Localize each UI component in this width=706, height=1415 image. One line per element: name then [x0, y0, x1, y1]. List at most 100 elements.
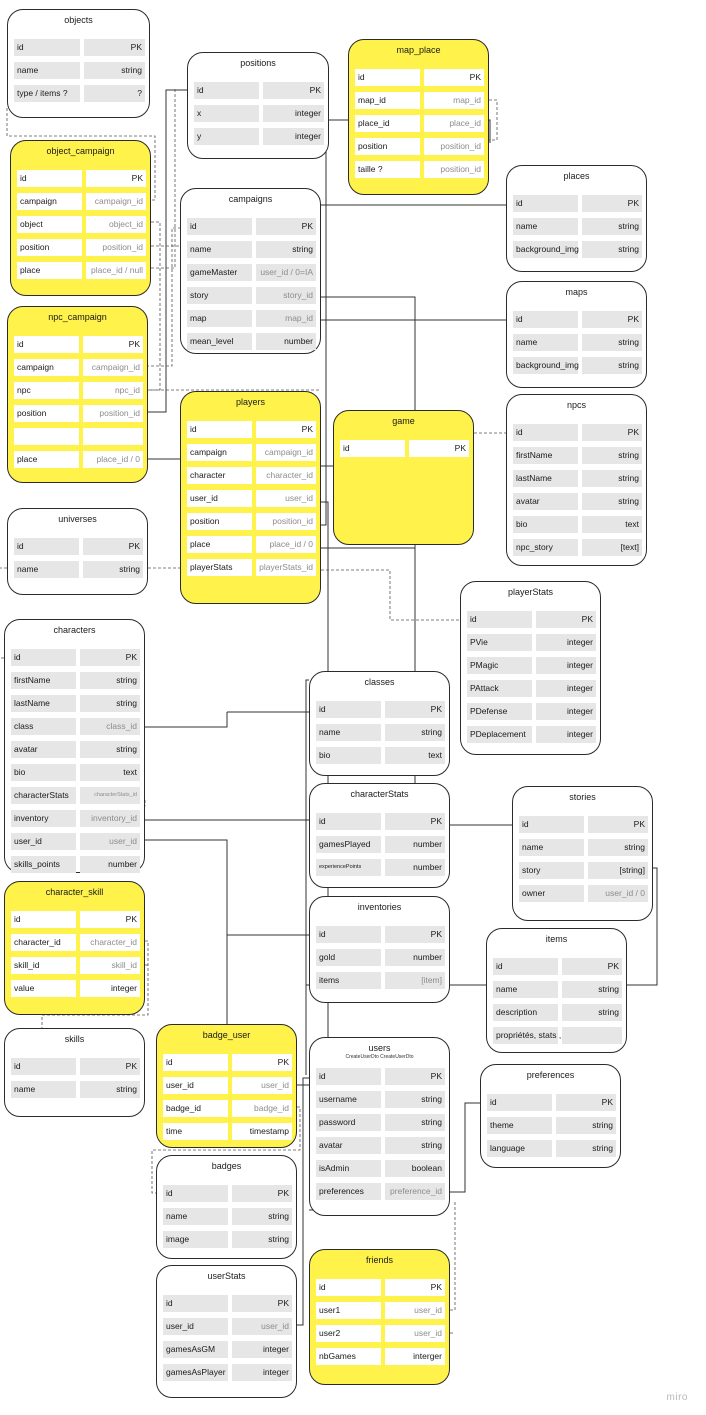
field-type: PK	[256, 218, 316, 235]
relation-line	[145, 712, 228, 728]
field-name: avatar	[11, 741, 76, 758]
field-name: id	[194, 82, 259, 99]
table-title: map_place	[396, 45, 441, 55]
field-name: npc_story	[513, 539, 578, 556]
field-type: user_id	[385, 1325, 445, 1342]
field-name: user1	[316, 1302, 381, 1319]
field-type: PK	[582, 195, 642, 212]
field-type: boolean	[385, 1160, 445, 1177]
field-name: value	[11, 980, 76, 997]
field-type: string	[385, 724, 445, 741]
table-title: badges	[211, 1161, 242, 1171]
field-type: string	[562, 981, 622, 998]
field-name: bio	[513, 516, 578, 533]
field-name: position	[187, 513, 252, 530]
field-type: number	[385, 836, 445, 853]
field-name: id	[316, 701, 381, 718]
field-name: PAttack	[467, 680, 532, 697]
field-type: place_id	[424, 115, 484, 132]
field-name: id	[487, 1094, 552, 1111]
field-type: PK	[385, 926, 445, 943]
field-name: y	[194, 128, 259, 145]
field-type: [string]	[588, 862, 648, 879]
field-type: PK	[536, 611, 596, 628]
field-name: image	[163, 1231, 228, 1248]
field-type: character_id	[80, 934, 140, 951]
field-name: id	[187, 218, 252, 235]
field-name: firstName	[513, 447, 578, 464]
field-type: number	[256, 333, 316, 350]
field-type: characterStats_id	[80, 787, 140, 804]
table-title: players	[235, 397, 265, 407]
field-name: propriétés, stats , .....	[493, 1027, 575, 1044]
field-name: items	[316, 972, 381, 989]
field-type: string	[232, 1208, 292, 1225]
field-type: class_id	[80, 718, 140, 735]
table-title: game	[392, 416, 415, 426]
table-title: inventories	[357, 902, 402, 912]
field-name: id	[17, 170, 82, 187]
field-type: place_id / null	[86, 262, 146, 279]
table-title: playerStats	[507, 587, 554, 597]
field-name: gamesAsGM	[163, 1341, 228, 1358]
field-name: position	[14, 405, 79, 422]
field-name: id	[355, 69, 420, 86]
field-type: campaign_id	[83, 359, 143, 376]
field-type: interger	[385, 1348, 445, 1365]
field-type: string	[582, 447, 642, 464]
field-name: position	[17, 239, 82, 256]
field-type: string	[385, 1137, 445, 1154]
field-type: position_id	[256, 513, 316, 530]
field-name: time	[163, 1123, 228, 1140]
table-title: npcs	[566, 400, 586, 410]
field-name: id	[14, 336, 79, 353]
field-type	[562, 1027, 622, 1044]
field-type: npc_id	[83, 382, 143, 399]
table-title: classes	[364, 677, 395, 687]
field-type: campaign_id	[256, 444, 316, 461]
field-type: text	[385, 747, 445, 764]
field-type: string	[385, 1114, 445, 1131]
field-name: id	[340, 440, 405, 457]
field-name: owner	[519, 885, 584, 902]
table-title: users	[368, 1043, 391, 1053]
field-name: isAdmin	[316, 1160, 381, 1177]
field-type: integer	[232, 1341, 292, 1358]
field-type: string	[80, 672, 140, 689]
table-title: items	[545, 934, 568, 944]
field-name: skill_id	[11, 957, 76, 974]
field-type: PK	[80, 1058, 140, 1075]
relation-line	[450, 1102, 480, 1193]
field-type: integer	[263, 105, 324, 122]
field-name: skills_points	[11, 856, 76, 873]
field-type: [text]	[582, 539, 642, 556]
field-type: string	[385, 1091, 445, 1108]
